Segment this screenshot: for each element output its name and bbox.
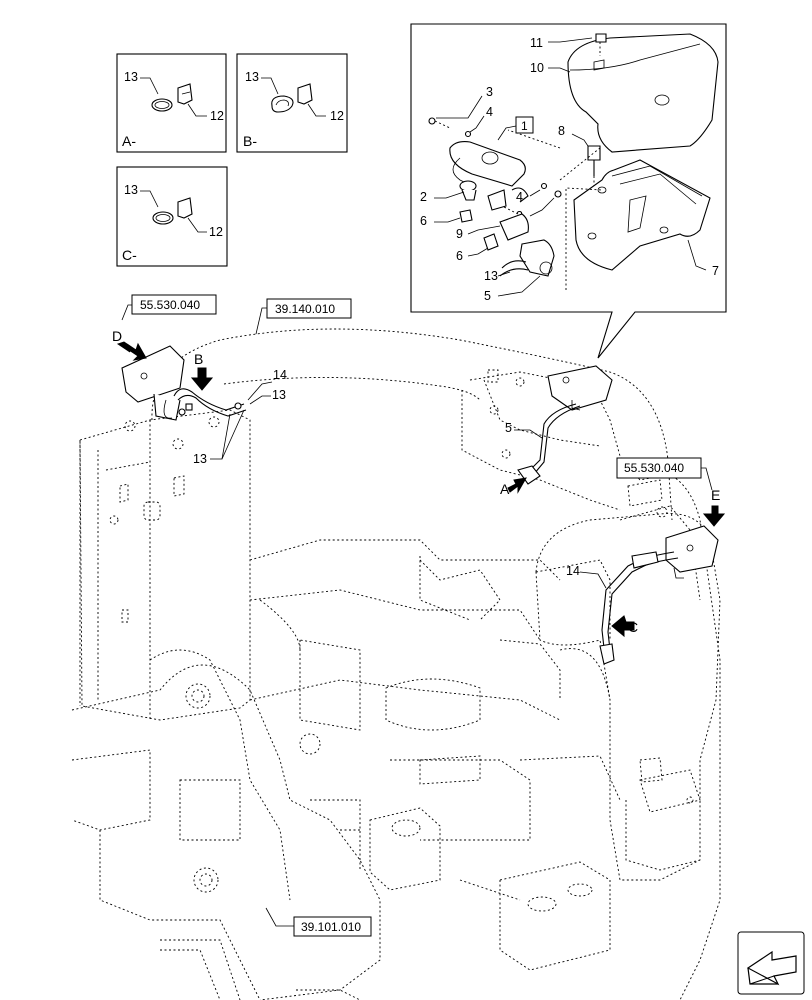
callout-13-left-b: 13 <box>193 452 207 466</box>
callout-5-right: 5 <box>505 421 512 435</box>
inset-callout-13: 13 <box>484 269 498 283</box>
reference-boxes: 55.530.040 39.140.010 55.530.040 39.101.… <box>121 294 713 937</box>
detail-b-item-12: 12 <box>330 109 344 123</box>
detail-b-item-13: 13 <box>245 70 259 84</box>
inset-callout-3-top: 3 <box>486 85 493 99</box>
view-label-d: D <box>112 328 122 344</box>
detail-c-item-13: 13 <box>124 183 138 197</box>
detail-b-label: B- <box>243 133 257 149</box>
inset-callout-7: 7 <box>712 264 719 278</box>
view-label-e: E <box>711 487 720 503</box>
detail-view-a: 13 12 A- <box>116 53 227 153</box>
inset-callout-2: 2 <box>420 190 427 204</box>
detail-a-item-12: 12 <box>210 109 224 123</box>
callout-14-right: 14 <box>566 564 580 578</box>
inset-callout-4-top: 4 <box>486 105 493 119</box>
ref-box-center-top[interactable] <box>266 298 352 319</box>
callout-13-left-a: 13 <box>272 388 286 402</box>
view-arrow-a <box>507 477 527 494</box>
detail-a-item-13: 13 <box>124 70 138 84</box>
detail-c-item-12: 12 <box>209 225 223 239</box>
inset-callout-10: 10 <box>530 61 544 75</box>
inset-callout-6-top: 6 <box>420 214 427 228</box>
next-page-arrow-icon[interactable] <box>737 931 805 995</box>
inset-callout-8: 8 <box>558 124 565 138</box>
view-label-a: A <box>500 481 510 497</box>
ref-text-center-top: 39.140.010 <box>275 302 335 316</box>
inset-callout-4-mid: 4 <box>516 190 523 204</box>
ref-text-left-top: 55.530.040 <box>140 298 200 312</box>
detail-view-b: 13 12 B- <box>236 53 348 153</box>
right-sensor-assembly <box>517 365 719 665</box>
ref-box-bottom[interactable] <box>293 916 372 937</box>
callout-14-left: 14 <box>273 368 287 382</box>
view-arrow-e <box>702 505 726 527</box>
detail-c-label: C- <box>122 247 137 263</box>
inset-callout-5: 5 <box>484 289 491 303</box>
view-arrow-b <box>190 367 214 391</box>
inset-callout-6-low: 6 <box>456 249 463 263</box>
inset-callout-11: 11 <box>530 36 543 50</box>
view-arrow-c <box>611 615 635 638</box>
ref-text-right: 55.530.040 <box>624 461 684 475</box>
left-sensor-assembly <box>121 345 247 421</box>
inset-callout-9: 9 <box>456 227 463 241</box>
view-arrow-d <box>116 341 147 361</box>
main-callouts: 14 13 13 5 14 D B A E C <box>112 328 726 638</box>
detail-view-c: 13 12 C- <box>116 166 228 267</box>
view-label-b: B <box>194 351 203 367</box>
ref-box-left-top[interactable] <box>131 294 217 315</box>
ref-text-bottom: 39.101.010 <box>301 920 361 934</box>
detail-a-label: A- <box>122 133 136 149</box>
exploded-inset: 11 10 8 7 1 3 <box>410 23 727 359</box>
inset-callout-1: 1 <box>521 119 528 133</box>
machine-frame <box>71 328 721 1000</box>
